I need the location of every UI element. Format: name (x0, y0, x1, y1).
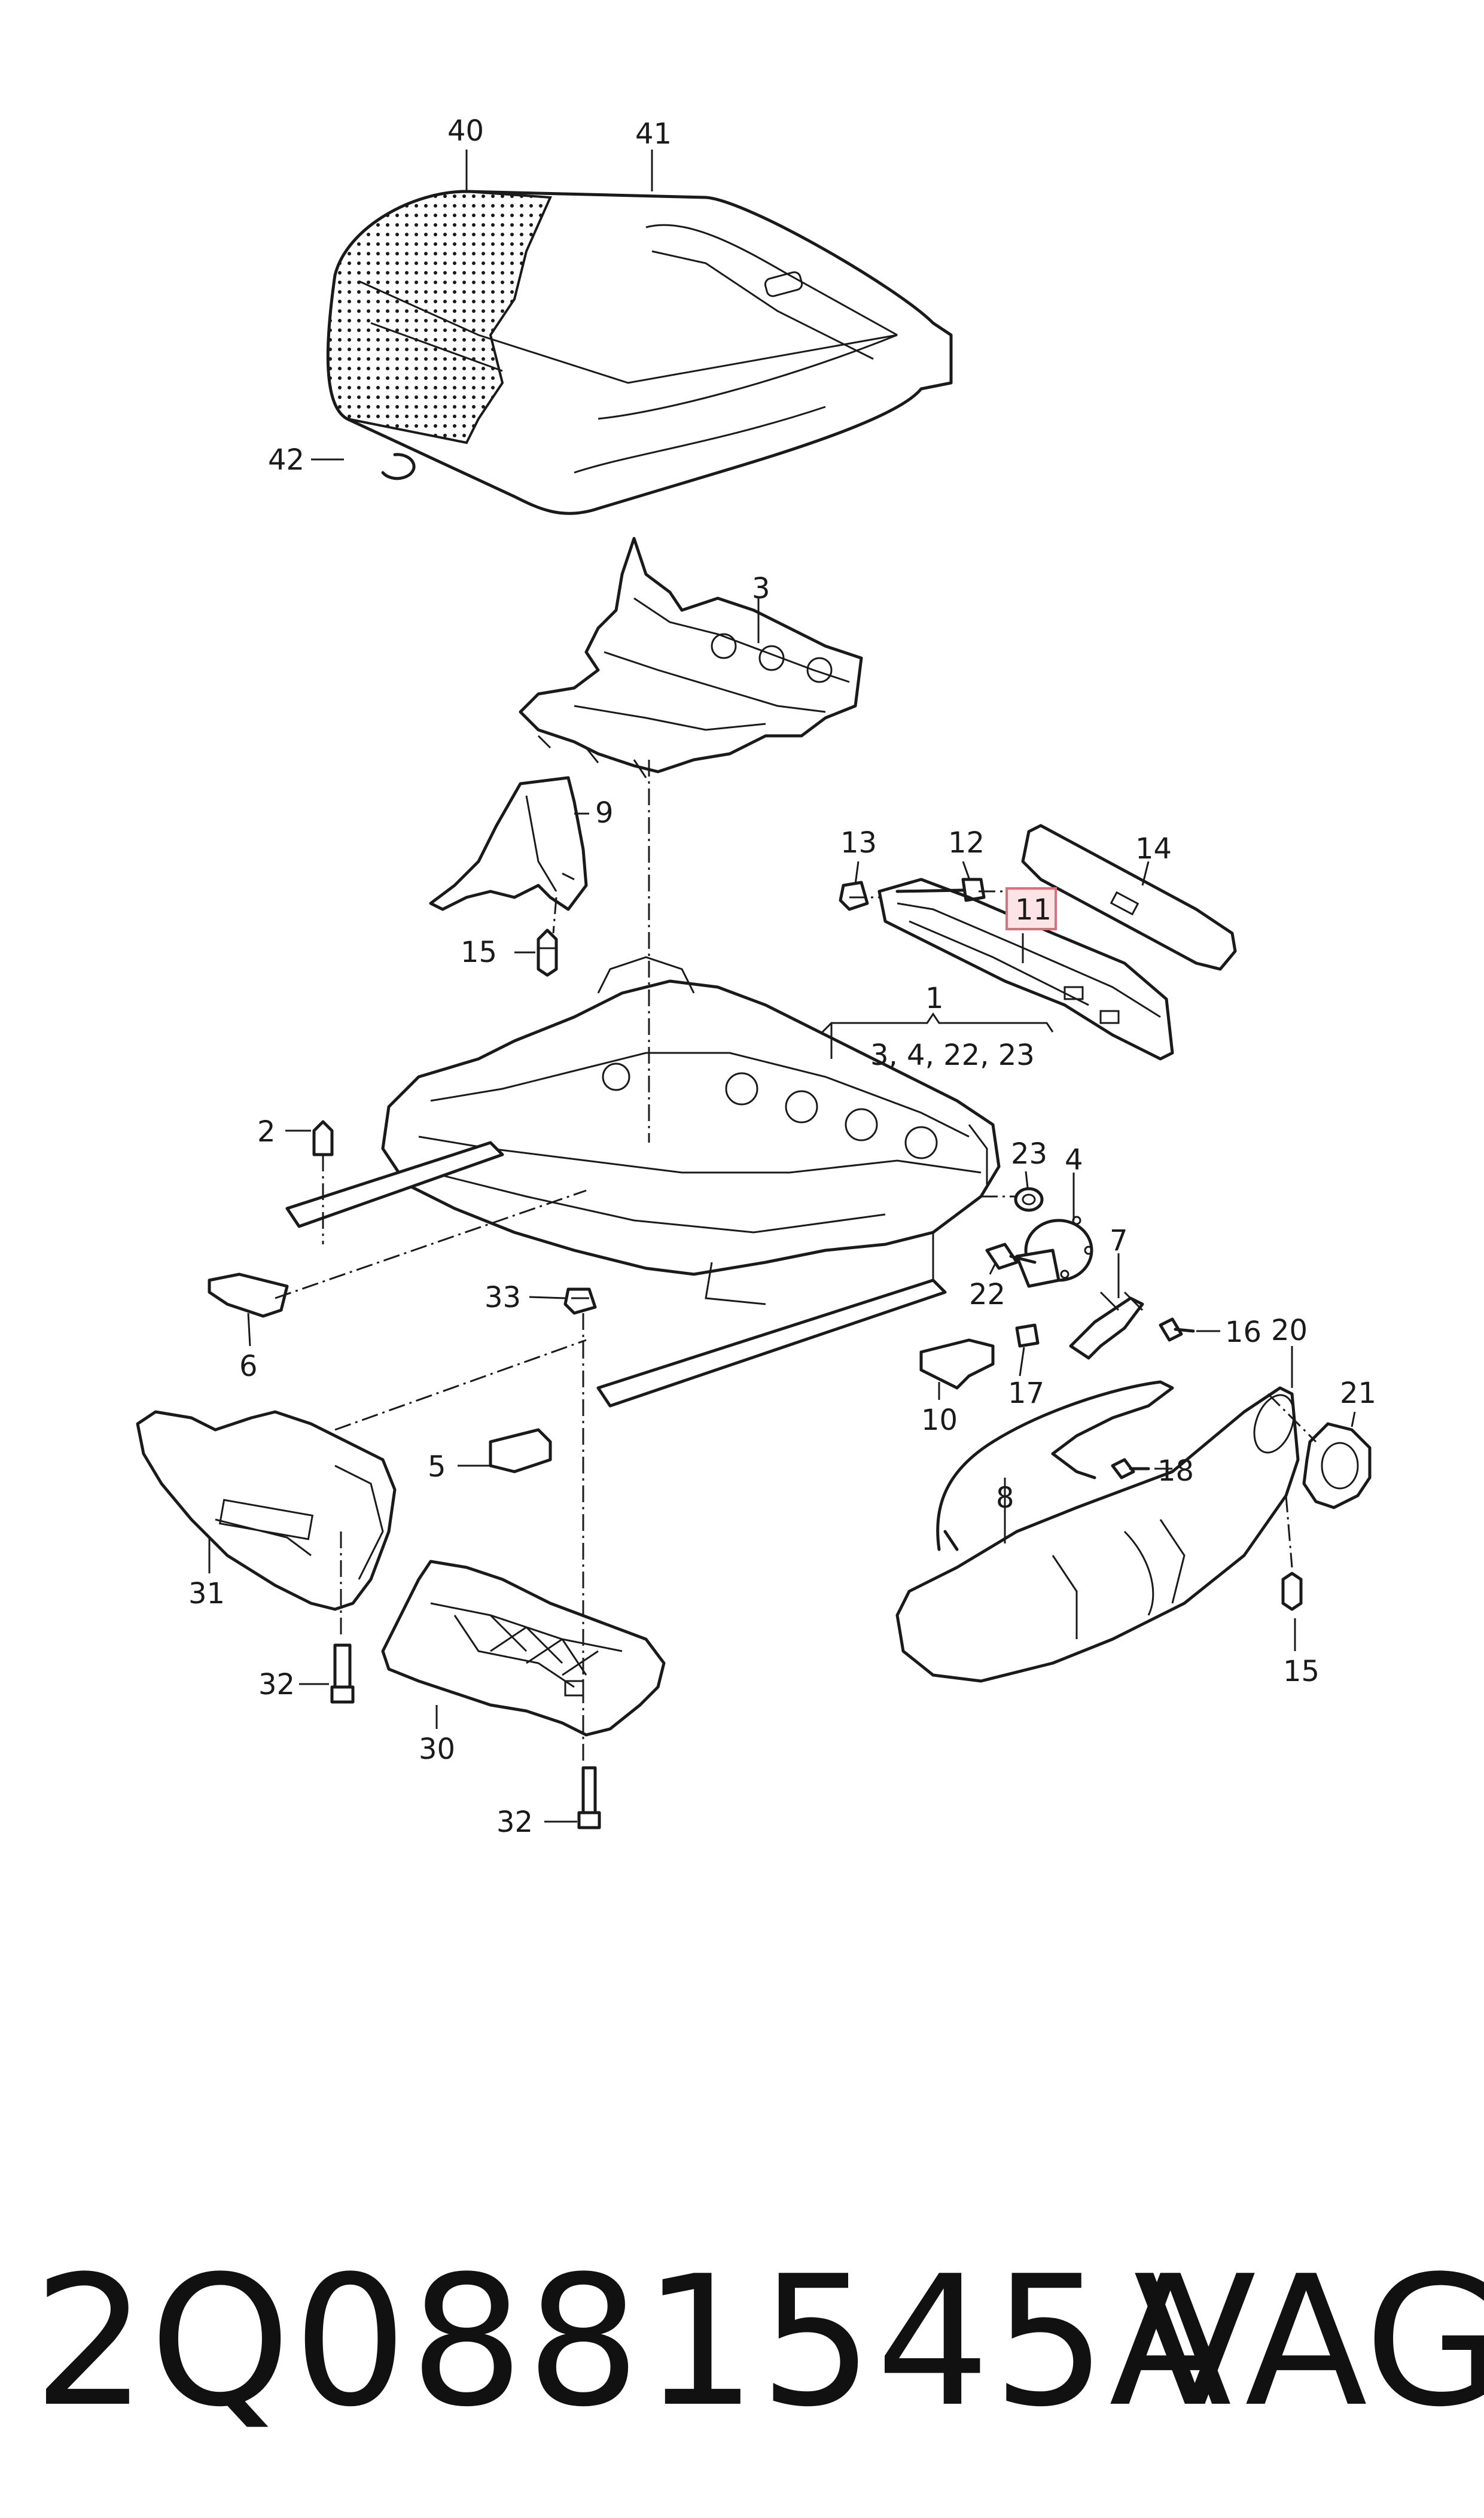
clip-17 (1015, 1323, 1040, 1348)
brand-name: VAG (1133, 2237, 1484, 2446)
callout-1: 1 (925, 982, 944, 1015)
callout-12: 12 (948, 826, 985, 860)
seat-cushion-cover (326, 190, 953, 515)
bolt-18 (1111, 1458, 1150, 1479)
side-cover-31 (136, 1410, 397, 1611)
callout-13: 13 (840, 826, 877, 860)
seat-frame (285, 956, 1001, 1408)
callout-23: 23 (1011, 1137, 1047, 1171)
bolt-16 (1159, 1317, 1195, 1342)
callout-labels: 40 41 42 3 9 15 13 12 14 11 1 3, 4, 22, … (188, 114, 1376, 1839)
callout-32a: 32 (258, 1668, 295, 1701)
callout-31: 31 (188, 1577, 225, 1610)
callout-17: 17 (1008, 1377, 1044, 1410)
trim-cover-9 (429, 776, 588, 911)
cap-5 (489, 1428, 552, 1473)
callout-41: 41 (635, 117, 672, 151)
cable-8 (936, 1380, 1174, 1551)
callout-4: 4 (1065, 1143, 1083, 1177)
callout-5: 5 (428, 1450, 446, 1484)
callout-10: 10 (921, 1403, 958, 1437)
trim-strip-14 (1021, 824, 1237, 971)
knob-21 (1302, 1422, 1372, 1509)
tray-30 (381, 1560, 666, 1737)
part-number: 2Q0881545A (33, 2237, 1235, 2446)
bolt-12 (895, 878, 986, 902)
callout-21: 21 (1340, 1377, 1376, 1410)
callout-20: 20 (1271, 1314, 1308, 1347)
callout-2: 2 (257, 1115, 276, 1149)
callout-16: 16 (1225, 1316, 1261, 1349)
callout-15b: 15 (1283, 1655, 1320, 1688)
bolt-32b (577, 1766, 601, 1829)
callout-15a: 15 (461, 936, 497, 969)
callout-6: 6 (239, 1350, 258, 1383)
suspension-mat (519, 537, 863, 778)
clip-bolt-15a (537, 928, 558, 977)
callout-14: 14 (1135, 832, 1172, 866)
callout-32b: 32 (496, 1805, 533, 1839)
callout-3: 3 (752, 572, 770, 605)
bolt-2 (312, 1120, 334, 1156)
callout-11: 11 (1015, 893, 1052, 927)
callout-22: 22 (969, 1278, 1005, 1311)
side-trim-20 (895, 1386, 1300, 1683)
bracket-7 (1069, 1291, 1144, 1360)
bracket-11 (877, 878, 1174, 1061)
clip-33 (563, 1287, 597, 1315)
callout-1-contents: 3, 4, 22, 23 (870, 1039, 1035, 1072)
callout-40: 40 (447, 114, 484, 148)
nut-23 (1014, 1187, 1044, 1212)
clip-13 (839, 881, 869, 911)
exploded-seat-diagram: 40 41 42 3 9 15 13 12 14 11 1 3, 4, 22, … (136, 114, 1376, 1839)
callout-33: 33 (484, 1281, 521, 1314)
clip-15b (1281, 1572, 1303, 1611)
callout-7: 7 (1110, 1224, 1128, 1258)
leader-lines (208, 150, 1356, 1823)
lever-10 (919, 1338, 995, 1390)
bolt-32a (330, 1643, 355, 1704)
callout-42: 42 (268, 443, 304, 477)
callout-18: 18 (1157, 1454, 1194, 1488)
highlight-box-11 (1005, 887, 1057, 930)
motor-4 (1015, 1216, 1093, 1288)
retaining-ring (381, 453, 416, 480)
cover-6 (208, 1272, 289, 1318)
callout-8: 8 (996, 1481, 1014, 1515)
callout-9: 9 (595, 796, 614, 830)
callout-30: 30 (419, 1733, 455, 1766)
